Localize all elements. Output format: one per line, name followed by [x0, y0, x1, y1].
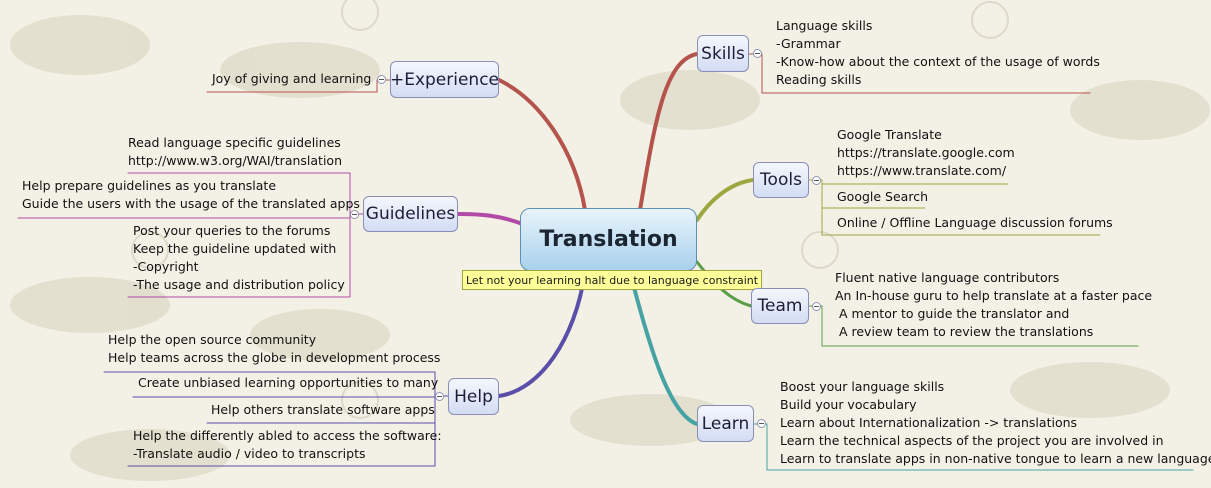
connector-skills	[638, 52, 699, 212]
branch-guidelines[interactable]: Guidelines	[363, 196, 458, 232]
branch-label: Tools	[760, 170, 802, 190]
branch-label: Team	[757, 296, 803, 316]
collapse-tools-icon[interactable]	[812, 176, 821, 185]
topic-help-1[interactable]: Help the open source community Help team…	[108, 332, 441, 365]
topic-guidelines-1[interactable]: Read language specific guidelines http:/…	[128, 135, 342, 168]
branch-tools[interactable]: Tools	[753, 162, 809, 198]
line-hp-2	[132, 395, 436, 398]
collapse-guidelines-icon[interactable]	[350, 210, 359, 219]
central-title: Translation	[539, 227, 678, 252]
branch-label: Learn	[701, 413, 750, 434]
branch-team[interactable]: Team	[751, 288, 809, 324]
branch-label: Help	[454, 386, 493, 407]
line-exp-1	[206, 79, 378, 93]
collapse-skills-icon[interactable]	[753, 49, 762, 58]
collapse-learn-icon[interactable]	[757, 419, 766, 428]
topic-skills-1[interactable]: Language skills -Grammar -Know-how about…	[776, 18, 1100, 87]
branch-help[interactable]: Help	[448, 378, 499, 415]
topic-learn-1[interactable]: Boost your language skills Build your vo…	[780, 379, 1211, 466]
topic-guidelines-2[interactable]: Help prepare guidelines as you translate…	[22, 178, 360, 211]
branch-skills[interactable]: Skills	[697, 35, 749, 72]
collapse-experience-icon[interactable]	[377, 75, 386, 84]
topic-help-2[interactable]: Create unbiased learning opportunities t…	[138, 375, 439, 390]
connector-team	[695, 260, 753, 308]
line-tl-1	[808, 179, 1009, 185]
branch-label: +Experience	[389, 69, 500, 90]
connector-learn	[628, 270, 699, 426]
topic-guidelines-3[interactable]: Post your queries to the forums Keep the…	[133, 223, 345, 292]
line-gd-2	[17, 213, 351, 219]
collapse-help-icon[interactable]	[435, 392, 444, 401]
line-hp-4	[127, 395, 436, 467]
branch-experience[interactable]: +Experience	[390, 61, 499, 98]
topic-experience-1[interactable]: Joy of giving and learning	[212, 71, 372, 86]
line-tl-3	[821, 179, 1101, 236]
topic-tools-2[interactable]: Google Search	[837, 189, 928, 204]
central-topic[interactable]: Translation	[520, 208, 697, 271]
line-gd-3	[127, 213, 351, 298]
topic-team-1[interactable]: Fluent native language contributors An I…	[835, 270, 1153, 339]
topic-help-4[interactable]: Help the differently abled to access the…	[133, 428, 442, 461]
branch-learn[interactable]: Learn	[697, 405, 754, 442]
topic-help-3[interactable]: Help others translate software apps	[211, 402, 435, 417]
topic-tools-1[interactable]: Google Translate https://translate.googl…	[837, 127, 1015, 178]
connector-tools	[695, 178, 755, 222]
branch-label: Skills	[701, 43, 745, 64]
topic-tools-3[interactable]: Online / Offline Language discussion for…	[837, 215, 1113, 230]
connector-experience	[497, 78, 587, 212]
connector-help	[497, 270, 587, 398]
connector-guidelines	[456, 212, 527, 227]
central-callout: Let not your learning halt due to langua…	[462, 270, 763, 290]
collapse-team-icon[interactable]	[812, 302, 821, 311]
branch-label: Guidelines	[365, 204, 456, 224]
